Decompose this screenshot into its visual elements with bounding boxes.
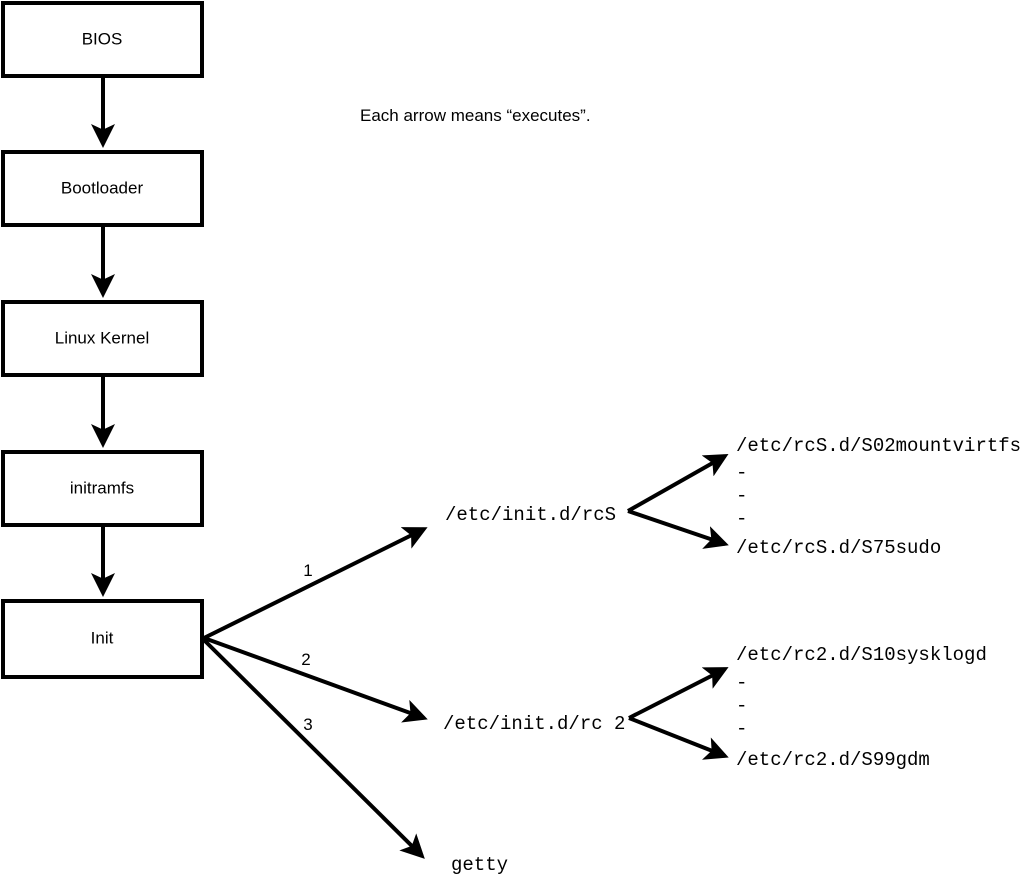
edge-number-2: 2	[301, 650, 310, 669]
edge-number-3: 3	[303, 715, 312, 734]
rcs-ellipsis-dash-1: -	[736, 462, 747, 484]
node-box-initramfs[interactable]	[1, 450, 204, 527]
node-label-initramfs: initramfs	[70, 478, 134, 497]
node-box-bios[interactable]	[1, 1, 204, 78]
diagram-caption: Each arrow means “executes”.	[360, 106, 591, 125]
arrow-init-to-rcs	[203, 527, 428, 640]
rc2-ellipsis-dash-2: -	[736, 695, 747, 717]
rcs-script-last: /etc/rcS.d/S75sudo	[736, 537, 941, 559]
node-label-bootloader: Bootloader	[61, 178, 144, 197]
branch-target-rc2: /etc/init.d/rc 2	[443, 713, 625, 735]
node-label-linux-kernel: Linux Kernel	[55, 328, 150, 347]
arrow-init-to-rc2	[203, 636, 428, 723]
rcs-script-first: /etc/rcS.d/S02mountvirtfs	[736, 435, 1021, 457]
node-box-init[interactable]	[1, 599, 204, 679]
arrow-rcs-to-last-script	[627, 509, 729, 549]
rc2-ellipsis-dash-1: -	[736, 672, 747, 694]
node-label-init: Init	[91, 628, 114, 647]
arrow-rc2-to-first-script	[628, 667, 729, 720]
rc2-ellipsis-dash-3: -	[736, 718, 747, 740]
node-label-bios: BIOS	[82, 29, 123, 48]
branch-target-rcs: /etc/init.d/rcS	[445, 504, 616, 526]
branch-target-getty: getty	[451, 854, 508, 875]
arrow-rc2-to-last-script	[628, 716, 729, 760]
edge-number-1: 1	[303, 561, 312, 580]
arrow-rcs-to-first-script	[627, 454, 729, 513]
rcs-ellipsis-dash-3: -	[736, 508, 747, 530]
rcs-ellipsis-dash-2: -	[736, 485, 747, 507]
arrow-init-to-getty	[202, 638, 425, 859]
rc2-script-first: /etc/rc2.d/S10sysklogd	[736, 644, 987, 666]
rc2-script-last: /etc/rc2.d/S99gdm	[736, 749, 930, 771]
